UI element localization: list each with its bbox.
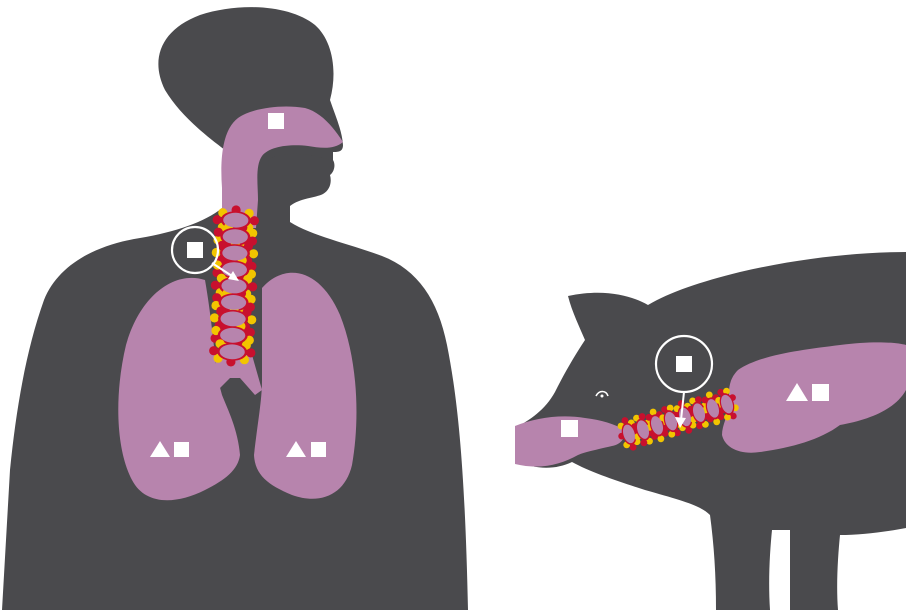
- human-inflammation-spike: [210, 313, 219, 322]
- human-callout-square-marker: [187, 242, 203, 258]
- pig-inflammation-spike: [650, 409, 657, 416]
- human-inflammation-spike: [209, 346, 218, 355]
- pig-eye-pupil: [601, 395, 604, 398]
- human-figure: [2, 7, 468, 610]
- pig-snout-square-marker: [561, 420, 578, 437]
- human-left-lung-square-marker: [174, 442, 189, 457]
- human-inflammation-spike: [248, 282, 257, 291]
- human-nasal-square-marker: [268, 113, 284, 129]
- pig-figure: [515, 252, 906, 610]
- pig-inflammation-spike: [713, 418, 720, 425]
- pig-callout-square-marker: [676, 356, 692, 372]
- human-inflammation-spike: [249, 249, 258, 258]
- pig-lung-square-marker: [812, 384, 829, 401]
- human-inflammation-spike: [246, 348, 255, 357]
- pig-inflammation-spike: [706, 392, 713, 399]
- human-right-lung-square-marker: [311, 442, 326, 457]
- pig-inflammation-spike: [622, 417, 629, 424]
- human-trachea-inflamed: [209, 205, 259, 366]
- pig-inflammation-spike: [658, 435, 665, 442]
- human-inflammation-spike: [250, 216, 259, 225]
- human-inflammation-spike: [247, 315, 256, 324]
